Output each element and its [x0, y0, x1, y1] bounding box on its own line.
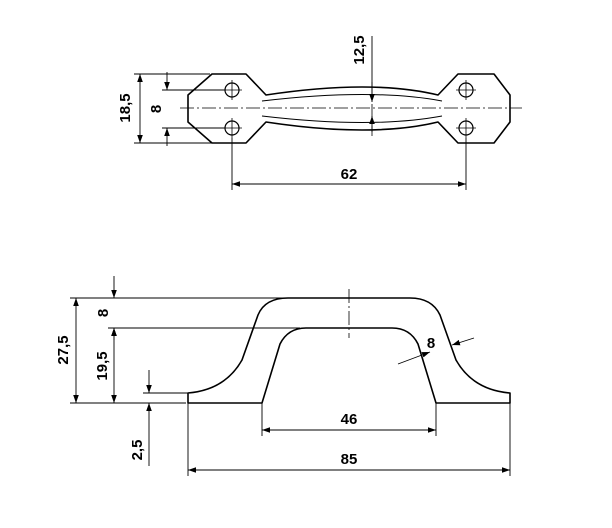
mounting-hole-bottom-right	[456, 118, 476, 138]
label-hole-distance: 62	[341, 166, 358, 183]
label-overall-length: 85	[341, 451, 358, 468]
mounting-hole-top-right	[456, 80, 476, 100]
mounting-hole-bottom-left	[222, 118, 242, 138]
label-hole-spacing: 8	[148, 105, 165, 113]
mounting-hole-top-left	[222, 80, 242, 100]
top-view-grip-contour-lower	[261, 115, 443, 123]
label-leg-thickness: 8	[427, 335, 435, 352]
dim-line-leg-thickness-outer	[451, 337, 475, 346]
label-inner-span: 46	[341, 411, 358, 428]
label-grip-width: 12,5	[351, 35, 368, 64]
label-side-overall-height: 27,5	[55, 335, 72, 364]
label-inner-height: 19,5	[94, 351, 111, 380]
dim-line-leg-thickness	[397, 351, 431, 365]
side-view: 27,5 8 19,5 2,5 8 46 85	[55, 276, 511, 476]
label-grip-thickness: 8	[95, 309, 112, 317]
side-view-profile	[187, 297, 511, 404]
label-base-thickness: 2,5	[129, 440, 146, 461]
label-top-overall-height: 18,5	[117, 93, 134, 122]
top-view-outline	[187, 73, 511, 144]
top-view-grip-contour	[261, 94, 443, 102]
top-view: 18,5 8 12,5 62	[117, 35, 522, 190]
